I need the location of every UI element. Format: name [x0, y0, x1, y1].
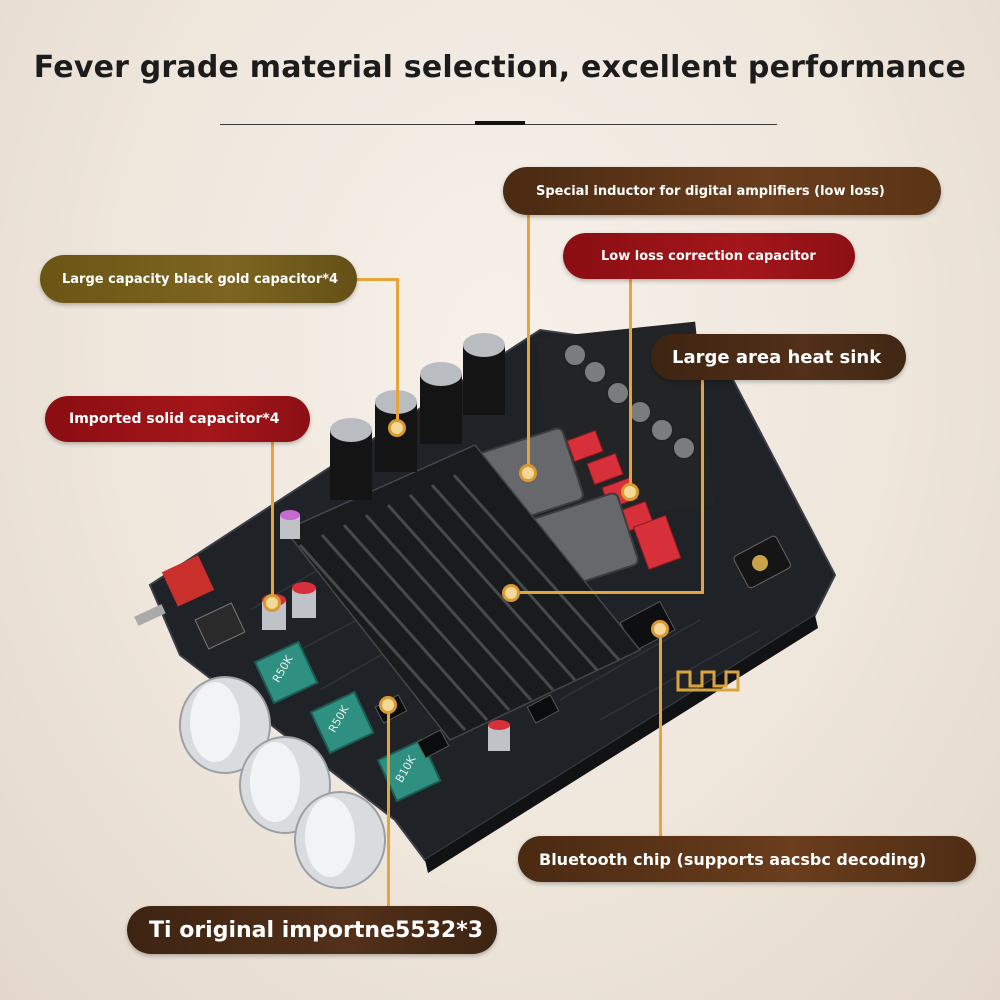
- label-low-loss-capacitor: Low loss correction capacitor: [563, 233, 855, 279]
- callout-dot: [388, 419, 406, 437]
- callout-line: [387, 706, 390, 907]
- callout-dot: [519, 464, 537, 482]
- callout-line: [271, 441, 274, 603]
- volume-knobs: [179, 676, 386, 889]
- callout-line: [356, 278, 398, 281]
- dc-jack: [194, 602, 246, 650]
- label-black-gold-capacitor: Large capacity black gold capacitor*4: [40, 255, 357, 303]
- callout-line: [629, 278, 632, 490]
- heat-sink-fins: [298, 474, 621, 731]
- callout-line: [527, 214, 530, 470]
- label-ti-ne5532: Ti original importne5532*3: [127, 906, 497, 954]
- heat-sink: [283, 444, 642, 741]
- black-gold-capacitors: [330, 333, 505, 500]
- power-switch: [161, 555, 215, 607]
- callout-dot: [263, 594, 281, 612]
- bluetooth-antenna: [676, 670, 740, 692]
- callout-dot: [379, 696, 397, 714]
- callout-dot: [502, 584, 520, 602]
- label-heat-sink: Large area heat sink: [651, 334, 906, 380]
- callout-line: [520, 591, 704, 594]
- callout-line: [701, 379, 704, 593]
- callout-dot: [651, 620, 669, 638]
- page-title: Fever grade material selection, excellen…: [33, 50, 967, 85]
- pcb-edge: [425, 615, 818, 873]
- title-underline-accent: [475, 121, 525, 125]
- callout-dot: [621, 483, 639, 501]
- callout-line: [659, 631, 662, 837]
- label-special-inductor: Special inductor for digital amplifiers …: [503, 167, 941, 215]
- ne5532-chips: [374, 694, 560, 759]
- terminal-screws: [563, 343, 696, 460]
- label-solid-capacitor: Imported solid capacitor*4: [45, 396, 310, 442]
- label-bluetooth-chip: Bluetooth chip (supports aacsbc decoding…: [518, 836, 976, 882]
- callout-line: [396, 278, 399, 426]
